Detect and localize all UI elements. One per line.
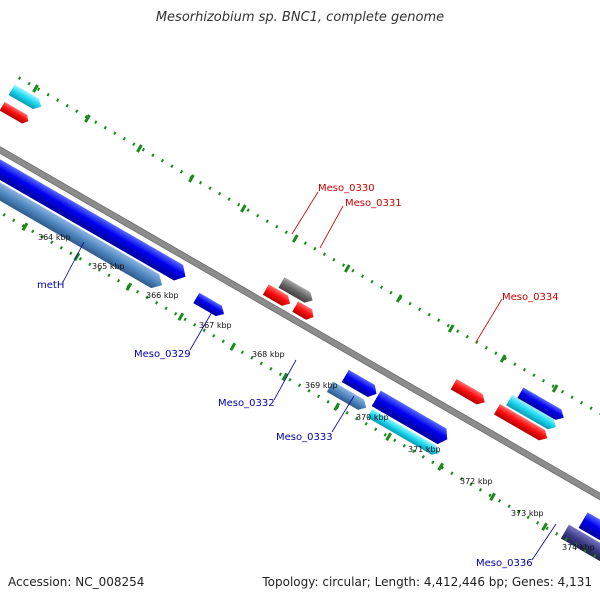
gene-meso-0330[interactable] <box>278 277 315 305</box>
callout-line-meso-0332 <box>273 359 297 401</box>
gene-blue-long[interactable] <box>0 136 190 285</box>
kbp-label-374: 374 kbp <box>562 543 595 552</box>
gene-label-meso-0331[interactable]: Meso_0331 <box>345 198 402 209</box>
callout-line-meso-0331 <box>319 205 344 249</box>
inner-major-ticks <box>21 222 548 531</box>
genome-summary-text: Topology: circular; Length: 4,412,446 bp… <box>262 575 592 589</box>
genome-backbone <box>0 126 600 524</box>
callout-line-meso-0334 <box>475 298 503 343</box>
gene-meso-0332-a[interactable] <box>341 369 380 400</box>
callout-line-meso-0333 <box>331 395 355 433</box>
callout-line-meso-0330 <box>291 191 319 235</box>
gene-cyan-right[interactable] <box>506 394 559 432</box>
kbp-label-366: 366 kbp <box>146 291 179 300</box>
kbp-label-371: 371 kbp <box>408 445 441 454</box>
gene-meso-0333[interactable] <box>367 408 441 458</box>
inner-tick-track <box>0 185 598 559</box>
gene-meso-0329[interactable] <box>193 292 227 319</box>
kbp-label-369: 369 kbp <box>305 381 338 390</box>
kbp-label-368: 368 kbp <box>252 350 285 359</box>
kbp-label-364: 364 kbp <box>38 233 71 242</box>
callout-line-meso-0336 <box>531 523 557 561</box>
kbp-label-373: 373 kbp <box>511 509 544 518</box>
gene-meso-0332[interactable] <box>326 381 369 412</box>
gene-red-right[interactable] <box>493 404 550 443</box>
callout-line-meth <box>62 241 85 283</box>
gene-cyan-outer[interactable] <box>8 84 44 112</box>
gene-label-meso-0336[interactable]: Meso_0336 <box>476 558 533 569</box>
gene-meso-0334[interactable] <box>450 379 488 407</box>
gene-meso-0336[interactable] <box>560 524 600 569</box>
callout-line-meso-0329 <box>189 311 213 351</box>
outer-major-ticks <box>32 84 559 393</box>
kbp-label-367: 367 kbp <box>199 321 232 330</box>
gene-label-meso-0329[interactable]: Meso_0329 <box>134 349 191 360</box>
outer-tick-track <box>17 76 600 449</box>
gene-meso-0333-blue[interactable] <box>371 390 452 448</box>
gene-red-outer[interactable] <box>0 101 31 126</box>
gene-blue-right[interactable] <box>517 387 566 423</box>
gene-label-meso-0332[interactable]: Meso_0332 <box>218 398 275 409</box>
gene-meso-0331-b[interactable] <box>292 301 316 322</box>
kbp-label-365: 365 kbp <box>92 262 125 271</box>
gene-label-meso-0330[interactable]: Meso_0330 <box>318 183 375 194</box>
gene-blue-far-right[interactable] <box>578 512 600 553</box>
gene-meth[interactable] <box>0 154 166 292</box>
kbp-label-372: 372 kbp <box>460 477 493 486</box>
gene-meso-0331-a[interactable] <box>262 284 293 308</box>
map-title: Mesorhizobium sp. BNC1, complete genome <box>155 10 445 25</box>
accession-text: Accession: NC_008254 <box>8 575 145 589</box>
kbp-label-370: 370 kbp <box>356 413 389 422</box>
gene-label-meso-0334[interactable]: Meso_0334 <box>502 292 559 303</box>
gene-label-meso-0333[interactable]: Meso_0333 <box>276 432 333 443</box>
gene-label-meth[interactable]: metH <box>37 280 64 291</box>
